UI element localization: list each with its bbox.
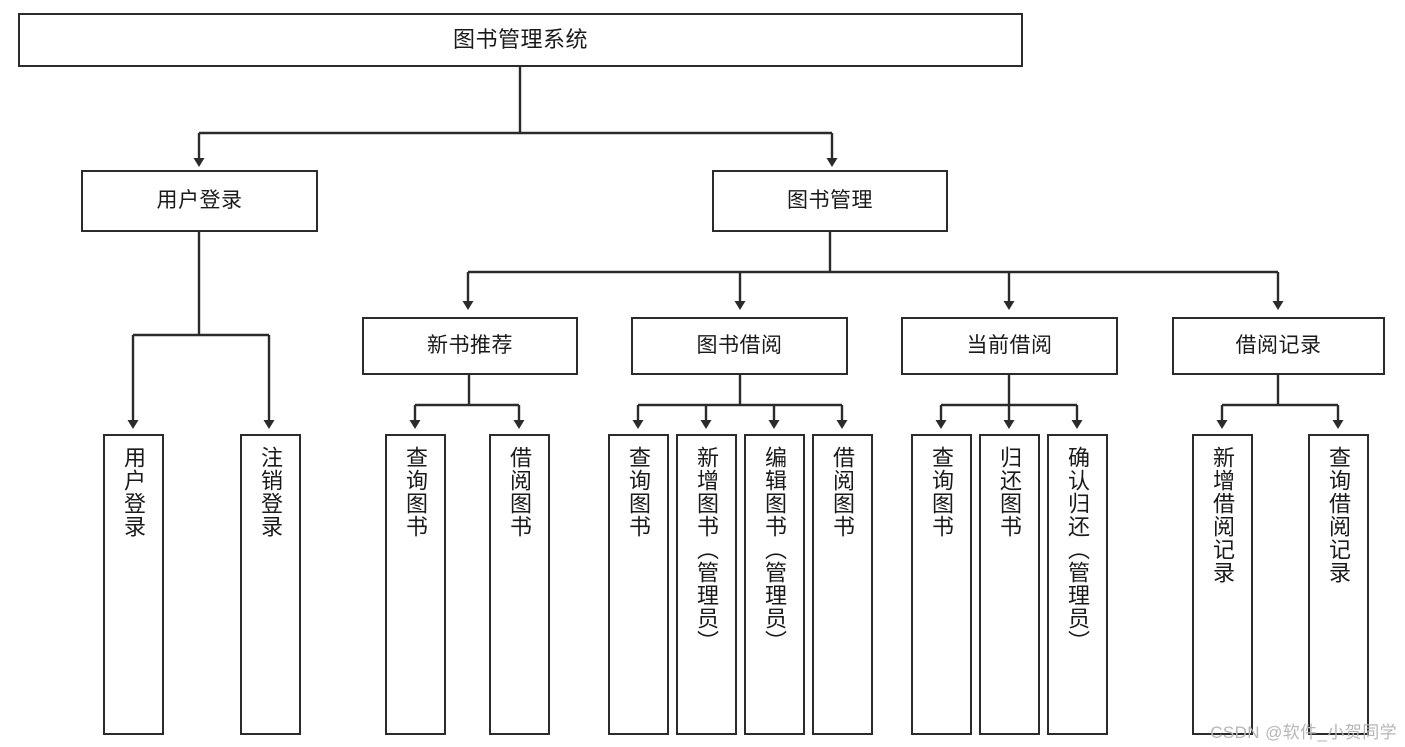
node-user-login[interactable]: 用户登录: [81, 170, 318, 232]
node-label: 借阅记录: [1235, 333, 1322, 357]
node-book-borrow[interactable]: 图书借阅: [631, 317, 848, 375]
node-label: 新书推荐: [427, 333, 513, 357]
node-label: 借阅图书: [507, 446, 533, 538]
node-root-book-management-system[interactable]: 图书管理系统: [18, 13, 1023, 67]
leaf-confirm-return-admin[interactable]: 确认归还（管理员）: [1047, 434, 1108, 735]
node-label: 当前借阅: [966, 333, 1053, 357]
node-label: 归还图书: [997, 446, 1023, 538]
node-book-management[interactable]: 图书管理: [712, 170, 948, 232]
node-label: 借阅图书: [830, 446, 856, 538]
node-label: 图书借阅: [696, 333, 783, 357]
node-borrow-record[interactable]: 借阅记录: [1172, 317, 1385, 375]
leaf-query-borrow-record[interactable]: 查询借阅记录: [1308, 434, 1369, 735]
node-label: 新增图书（管理员）: [694, 446, 720, 653]
node-label: 用户登录: [156, 188, 243, 212]
leaf-borrow-book[interactable]: 借阅图书: [812, 434, 873, 735]
node-label: 查询借阅记录: [1326, 446, 1352, 584]
node-label: 查询图书: [403, 446, 429, 538]
leaf-borrow-book-recommend[interactable]: 借阅图书: [489, 434, 550, 735]
node-label: 查询图书: [626, 446, 652, 538]
watermark-text: CSDN @软件_小贺同学: [1210, 723, 1397, 742]
leaf-add-borrow-record[interactable]: 新增借阅记录: [1192, 434, 1253, 735]
node-label: 图书管理系统: [452, 27, 588, 53]
node-label: 查询图书: [929, 446, 955, 538]
node-label: 新增借阅记录: [1210, 446, 1236, 584]
node-new-book-recommendation[interactable]: 新书推荐: [362, 317, 578, 375]
leaf-user-login[interactable]: 用户登录: [103, 434, 164, 735]
leaf-edit-book-admin[interactable]: 编辑图书（管理员）: [744, 434, 805, 735]
leaf-query-book-recommend[interactable]: 查询图书: [385, 434, 446, 735]
leaf-logout-login[interactable]: 注销登录: [240, 434, 301, 735]
node-label: 图书管理: [787, 188, 873, 212]
leaf-query-book-current[interactable]: 查询图书: [911, 434, 972, 735]
node-label: 注销登录: [258, 446, 284, 538]
node-label: 编辑图书（管理员）: [762, 446, 788, 653]
leaf-return-book[interactable]: 归还图书: [979, 434, 1040, 735]
node-current-borrow[interactable]: 当前借阅: [901, 317, 1118, 375]
leaf-add-book-admin[interactable]: 新增图书（管理员）: [676, 434, 737, 735]
node-label: 用户登录: [121, 446, 147, 538]
leaf-query-book-borrow[interactable]: 查询图书: [608, 434, 669, 735]
node-label: 确认归还（管理员）: [1065, 446, 1091, 653]
